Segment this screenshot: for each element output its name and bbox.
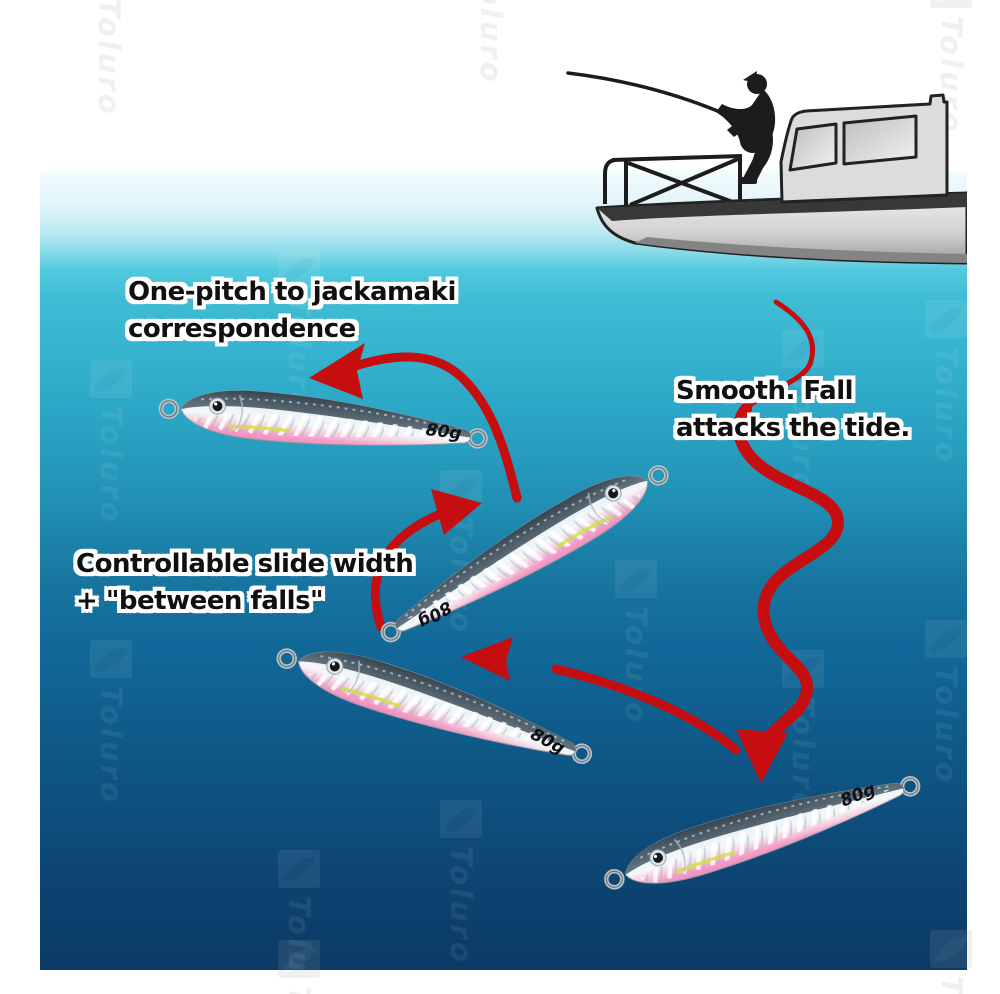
brand-watermark: Toluro	[92, 0, 126, 117]
cabin-window-rear	[842, 114, 918, 166]
caption-one-pitch: One-pitch to jackamaki correspondence	[128, 274, 456, 348]
brand-watermark: Toluro	[930, 0, 972, 135]
fishing-rod	[566, 71, 748, 123]
caption-smooth-fall: Smooth. Fall attacks the tide.	[676, 373, 910, 447]
brand-watermark: Toluro	[474, 0, 508, 85]
caption-line: correspondence	[128, 314, 356, 344]
caption-controllable: Controllable slide width + "between fall…	[76, 546, 414, 620]
fisherman-silhouette	[716, 71, 776, 184]
caption-line: Smooth. Fall	[676, 376, 854, 406]
caption-line: Controllable slide width	[76, 549, 414, 579]
caption-line: One-pitch to jackamaki	[128, 277, 456, 307]
cabin-window-front	[788, 122, 838, 172]
caption-line: + "between falls"	[76, 586, 324, 616]
caption-line: attacks the tide.	[676, 413, 910, 443]
